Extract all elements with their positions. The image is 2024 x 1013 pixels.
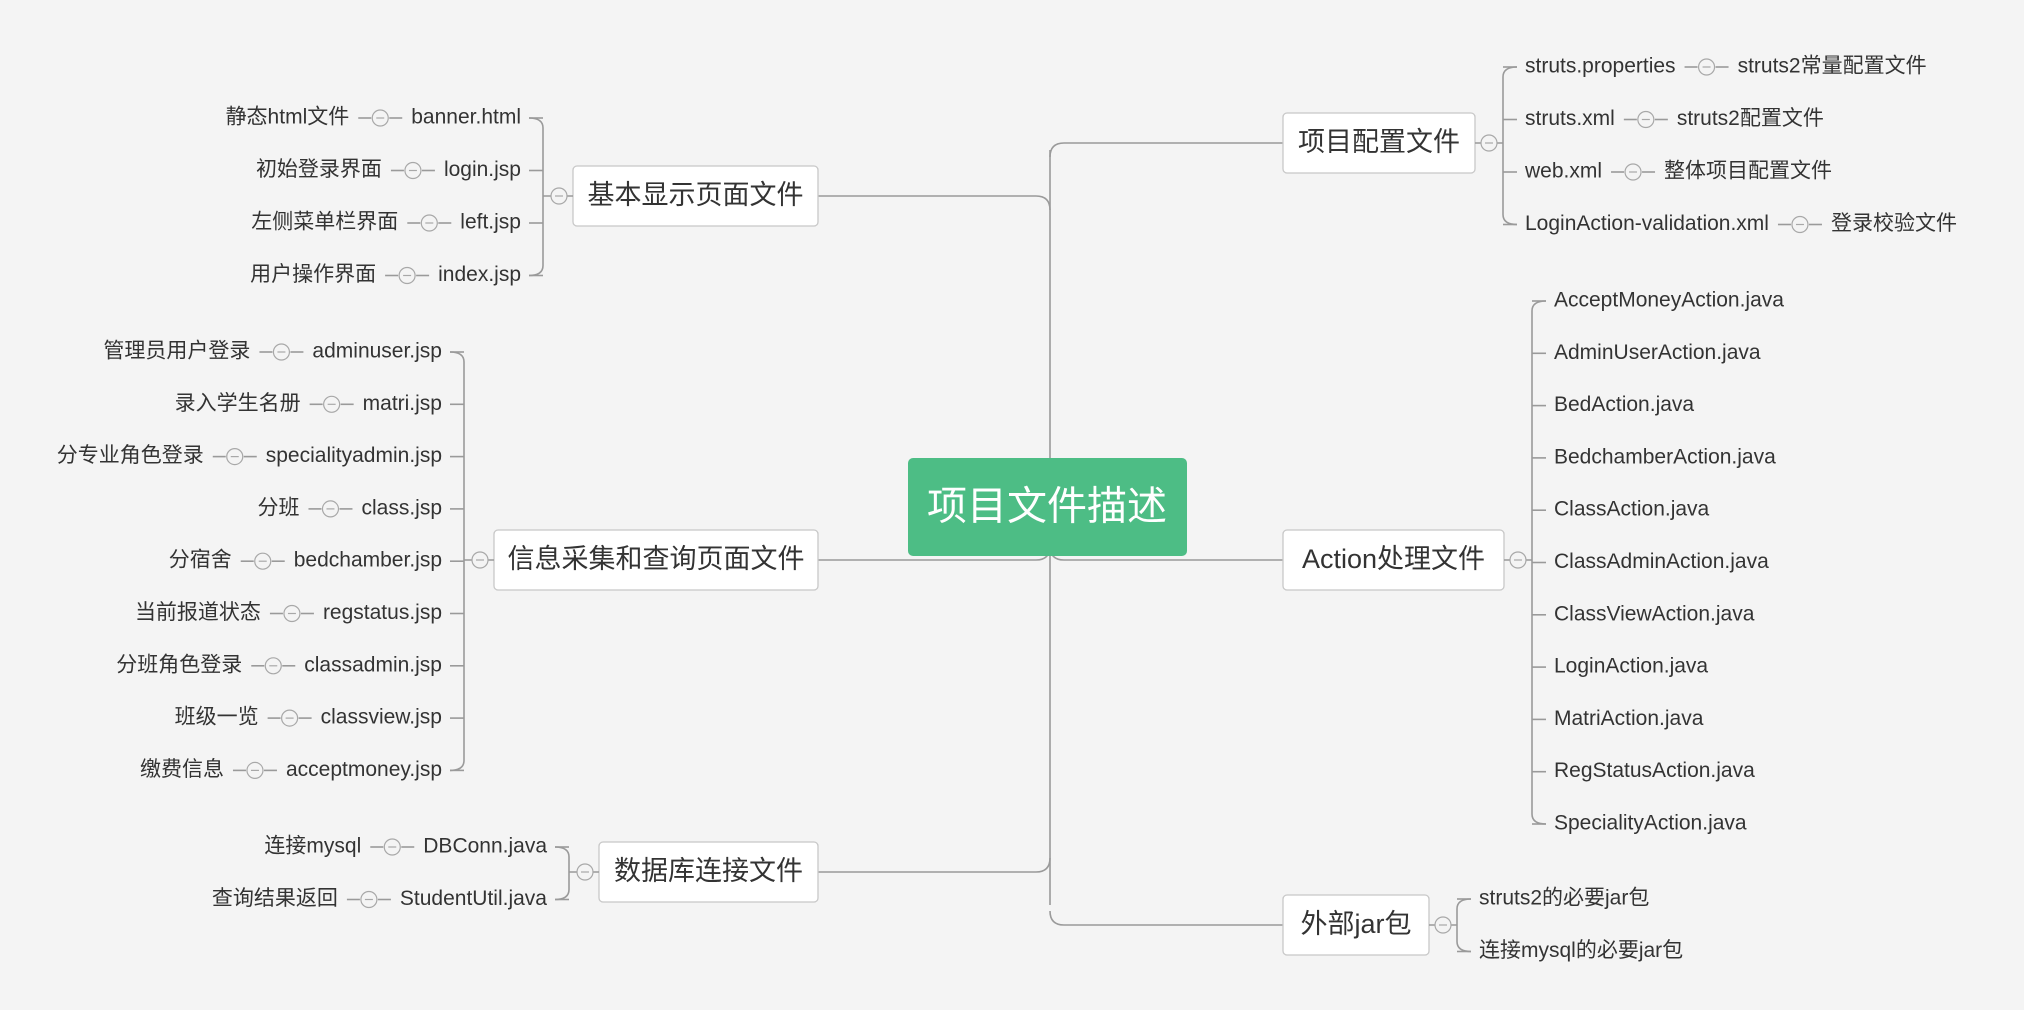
branch-connector [1049, 142, 1283, 158]
file-note: 当前报道状态 [135, 601, 261, 624]
file-label[interactable]: 连接mysql的必要jar包 [1479, 939, 1683, 962]
file-label[interactable]: index.jsp [438, 263, 521, 286]
file-note: 整体项目配置文件 [1664, 160, 1832, 183]
file-label[interactable]: classview.jsp [321, 706, 442, 729]
file-label[interactable]: struts.xml [1525, 107, 1615, 130]
file-label[interactable]: matri.jsp [363, 392, 442, 415]
branch-connector [1049, 910, 1283, 926]
branch-label: 数据库连接文件 [614, 856, 803, 886]
file-note: 分专业角色登录 [57, 444, 204, 467]
branch-connector [818, 857, 1051, 873]
file-note: 分班角色登录 [116, 653, 242, 676]
file-label[interactable]: BedchamberAction.java [1554, 445, 1776, 468]
file-label[interactable]: ClassViewAction.java [1554, 602, 1755, 625]
branch-label: 外部jar包 [1300, 909, 1411, 939]
file-note: 管理员用户登录 [103, 340, 250, 363]
children-bracket [1502, 66, 1518, 226]
file-note: 初始登录界面 [256, 158, 382, 181]
file-label[interactable]: classadmin.jsp [304, 653, 442, 676]
branch-label: 基本显示页面文件 [588, 180, 804, 210]
file-note: 查询结果返回 [212, 887, 338, 910]
file-note: 缴费信息 [140, 758, 224, 781]
root-label: 项目文件描述 [927, 485, 1167, 529]
file-label[interactable]: adminuser.jsp [312, 340, 442, 363]
file-label[interactable]: RegStatusAction.java [1554, 759, 1755, 782]
children-bracket [1456, 898, 1472, 953]
file-note: 登录校验文件 [1831, 212, 1957, 235]
file-note: 用户操作界面 [250, 263, 376, 286]
branch-connector [818, 195, 1051, 211]
file-label[interactable]: SpecialityAction.java [1554, 812, 1747, 835]
file-label[interactable]: DBConn.java [423, 835, 547, 858]
file-label[interactable]: struts2的必要jar包 [1479, 887, 1649, 910]
file-note: 录入学生名册 [175, 392, 301, 415]
file-label[interactable]: ClassAdminAction.java [1554, 550, 1769, 573]
children-bracket [554, 846, 570, 901]
branch-label: Action处理文件 [1302, 544, 1485, 574]
file-label[interactable]: ClassAction.java [1554, 498, 1710, 521]
file-note: 分宿舍 [169, 549, 232, 572]
file-note: 左侧菜单栏界面 [251, 211, 398, 234]
file-label[interactable]: LoginAction.java [1554, 655, 1708, 678]
file-note: struts2配置文件 [1677, 107, 1824, 130]
file-note: struts2常量配置文件 [1738, 55, 1927, 78]
branch-label: 项目配置文件 [1298, 127, 1460, 157]
file-label[interactable]: login.jsp [444, 158, 521, 181]
file-label[interactable]: MatriAction.java [1554, 707, 1704, 730]
branch-label: 信息采集和查询页面文件 [508, 544, 805, 574]
file-label[interactable]: LoginAction-validation.xml [1525, 212, 1769, 235]
file-label[interactable]: AcceptMoneyAction.java [1554, 289, 1784, 312]
file-label[interactable]: AdminUserAction.java [1554, 341, 1761, 364]
file-label[interactable]: class.jsp [361, 496, 442, 519]
file-label[interactable]: StudentUtil.java [400, 887, 547, 910]
file-label[interactable]: acceptmoney.jsp [286, 758, 442, 781]
file-note: 分班 [257, 496, 299, 519]
root-node[interactable] [908, 458, 1187, 556]
file-label[interactable]: web.xml [1524, 160, 1602, 183]
file-label[interactable]: banner.html [411, 106, 521, 129]
children-bracket [528, 117, 544, 277]
file-label[interactable]: struts.properties [1525, 55, 1676, 78]
file-label[interactable]: left.jsp [460, 211, 521, 234]
file-label[interactable]: bedchamber.jsp [294, 549, 442, 572]
file-note: 连接mysql [264, 835, 361, 858]
file-label[interactable]: regstatus.jsp [323, 601, 442, 624]
file-note: 静态html文件 [226, 106, 350, 129]
file-label[interactable]: BedAction.java [1554, 393, 1694, 416]
file-label[interactable]: specialityadmin.jsp [266, 444, 442, 467]
file-note: 班级一览 [175, 706, 259, 729]
